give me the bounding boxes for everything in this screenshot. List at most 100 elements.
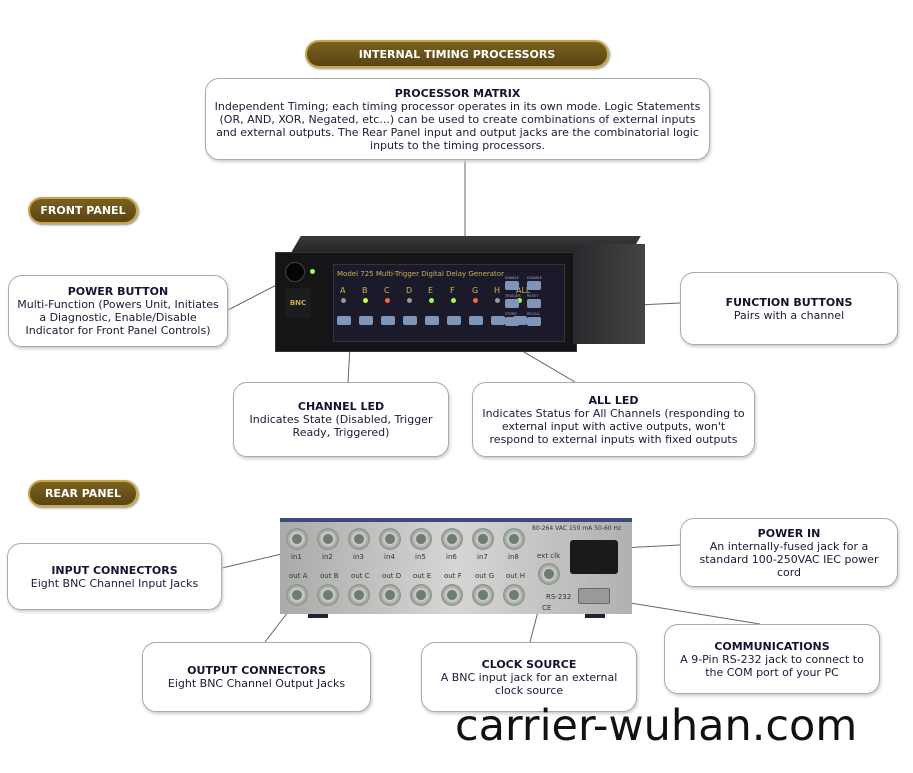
input-label: in7	[477, 553, 488, 561]
function-button[interactable]	[527, 317, 541, 326]
channel-led	[407, 298, 412, 303]
box-title: OUTPUT CONNECTORS	[187, 664, 326, 677]
box-text: A 9-Pin RS-232 jack to connect to the CO…	[680, 652, 864, 679]
channel-button[interactable]	[513, 316, 527, 325]
front-panel-label: FRONT PANEL	[28, 197, 138, 224]
box-title: PROCESSOR MATRIX	[394, 86, 521, 100]
channel-led	[341, 298, 346, 303]
input-label: in8	[508, 553, 519, 561]
power-led	[310, 269, 315, 274]
channel-label: G	[472, 286, 479, 295]
iec-power-jack	[570, 540, 618, 574]
input-label: in1	[291, 553, 302, 561]
box-text: Multi-Function (Powers Unit, Initiates a…	[17, 298, 219, 337]
output-label: out H	[506, 572, 525, 580]
output-connectors-box: OUTPUT CONNECTORS Eight BNC Channel Outp…	[142, 642, 371, 712]
box-text: Eight BNC Channel Input Jacks	[30, 576, 199, 590]
output-label: out F	[444, 572, 462, 580]
function-button-label: DISABLE	[527, 276, 542, 280]
channel-led	[517, 298, 522, 303]
channel-label: C	[384, 286, 390, 295]
channel-label: E	[428, 286, 434, 295]
box-text: Eight BNC Channel Output Jacks	[167, 677, 346, 690]
input-bnc-jack	[503, 528, 525, 550]
function-button-label: ENABLE	[505, 276, 519, 280]
watermark: carrier-wuhan.com	[455, 701, 858, 751]
processor-matrix-box: PROCESSOR MATRIX Independent Timing; eac…	[205, 78, 710, 160]
display-title: Model 725 Multi-Trigger Digital Delay Ge…	[337, 270, 504, 278]
box-title: POWER BUTTON	[67, 285, 169, 298]
input-bnc-jack	[317, 528, 339, 550]
output-bnc-jack	[410, 584, 432, 606]
output-label: out B	[320, 572, 339, 580]
function-button[interactable]	[527, 299, 541, 308]
box-text: Indicates State (Disabled, Trigger Ready…	[249, 413, 433, 439]
output-bnc-jack	[441, 584, 463, 606]
channel-button[interactable]	[403, 316, 417, 325]
output-bnc-jack	[286, 584, 308, 606]
function-buttons-box: FUNCTION BUTTONS Pairs with a channel	[680, 272, 898, 345]
channel-button[interactable]	[425, 316, 439, 325]
channel-label: ALL	[516, 286, 531, 295]
channel-button[interactable]	[381, 316, 395, 325]
box-title: CLOCK SOURCE	[481, 657, 577, 671]
channel-button[interactable]	[469, 316, 483, 325]
function-button[interactable]	[527, 281, 541, 290]
channel-label: D	[406, 286, 413, 295]
box-title: ALL LED	[588, 393, 639, 407]
channel-button[interactable]	[337, 316, 351, 325]
ce-mark: CE	[542, 604, 552, 612]
function-button-label: RECALL	[527, 312, 541, 316]
function-button-label: STORE	[505, 312, 517, 316]
box-title: COMMUNICATIONS	[714, 639, 830, 653]
channel-led-box: CHANNEL LED Indicates State (Disabled, T…	[233, 382, 449, 457]
channel-led	[473, 298, 478, 303]
ext-clk-label: ext clk	[537, 552, 561, 560]
input-bnc-jack	[410, 528, 432, 550]
input-label: in6	[446, 553, 457, 561]
input-connectors-box: INPUT CONNECTORS Eight BNC Channel Input…	[7, 543, 222, 610]
output-bnc-jack	[317, 584, 339, 606]
box-text: Independent Timing; each timing processo…	[214, 99, 701, 152]
output-bnc-jack	[379, 584, 401, 606]
output-bnc-jack	[503, 584, 525, 606]
power-in-box: POWER IN An internally-fused jack for a …	[680, 518, 898, 587]
power-button[interactable]	[285, 262, 305, 282]
input-bnc-jack	[441, 528, 463, 550]
rear-panel-label: REAR PANEL	[28, 480, 138, 507]
function-button[interactable]	[505, 281, 519, 290]
output-label: out G	[475, 572, 495, 580]
box-text: Indicates Status for All Channels (respo…	[482, 406, 745, 446]
function-button[interactable]	[505, 299, 519, 308]
rs232-label: RS-232	[546, 593, 572, 601]
channel-button[interactable]	[491, 316, 505, 325]
output-label: out A	[289, 572, 308, 580]
channel-label: A	[340, 286, 346, 295]
input-label: in3	[353, 553, 364, 561]
rs232-jack	[578, 588, 610, 604]
box-text: Pairs with a channel	[733, 308, 845, 322]
channel-label: F	[450, 286, 455, 295]
output-label: out C	[351, 572, 370, 580]
channel-label: B	[362, 286, 368, 295]
function-button-label: RESET	[527, 294, 539, 298]
internal-timing-label: INTERNAL TIMING PROCESSORS	[305, 40, 609, 68]
clock-bnc-jack	[538, 563, 560, 585]
channel-button[interactable]	[447, 316, 461, 325]
input-bnc-jack	[348, 528, 370, 550]
output-bnc-jack	[348, 584, 370, 606]
channel-button[interactable]	[359, 316, 373, 325]
communications-box: COMMUNICATIONS A 9-Pin RS-232 jack to co…	[664, 624, 880, 694]
function-button[interactable]	[505, 317, 519, 326]
input-bnc-jack	[472, 528, 494, 550]
bnc-logo: BNC	[285, 288, 311, 318]
channel-led	[363, 298, 368, 303]
function-button-label: TRIGGER	[505, 294, 521, 298]
input-bnc-jack	[286, 528, 308, 550]
output-bnc-jack	[472, 584, 494, 606]
output-label: out E	[413, 572, 432, 580]
channel-led	[495, 298, 500, 303]
box-text: A BNC input jack for an external clock s…	[440, 670, 618, 697]
